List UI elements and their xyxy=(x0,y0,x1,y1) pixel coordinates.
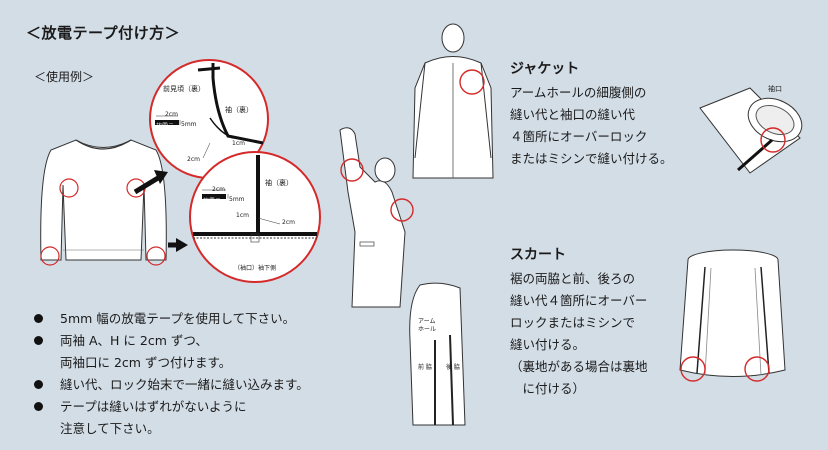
sweater-cuff-right-marker xyxy=(146,246,166,266)
detail-bottom-cuff-label: （袖口）袖下側 xyxy=(234,265,277,272)
armhole-detail-circle xyxy=(149,59,269,179)
sweater-armhole-left-marker xyxy=(59,178,79,198)
note-item: 両袖 A、H に 2cm ずつ、 xyxy=(32,330,309,352)
sleeve-cuff-illustration xyxy=(699,87,803,174)
jacket-armhole-raised-marker xyxy=(390,198,414,222)
notes-list: 5mm 幅の放電テープを使用して下さい。 両袖 A、H に 2cm ずつ、 両袖… xyxy=(32,308,309,440)
note-item: 縫い代、ロック始末で一緒に縫い込みます。 xyxy=(32,374,309,396)
usage-example-label: ＜使用例＞ xyxy=(34,70,95,84)
detail-top-tape-label: 放電テープ xyxy=(156,123,186,130)
skirt-hem-right-marker xyxy=(744,356,770,382)
detail-top-2cm-b: 2cm xyxy=(187,156,200,163)
jacket-armhole-marker xyxy=(459,69,485,95)
detail-top-sleeve-label: 袖（裏） xyxy=(225,106,253,114)
detail-bottom-tape-label: 放電テープ xyxy=(203,198,233,205)
detail-bottom-1cm: 1cm xyxy=(236,212,249,219)
sweater-illustration xyxy=(40,139,167,266)
bullet-icon xyxy=(34,336,43,345)
note-item: テープは縫いはずれがないように xyxy=(32,396,309,418)
cuff-detail-circle xyxy=(189,151,321,283)
arrows xyxy=(133,170,188,252)
detail-bottom-5mm: 5mm xyxy=(229,196,245,203)
bullet-icon xyxy=(34,402,43,411)
jacket-arm-raised-figure xyxy=(339,127,414,308)
detail-top-armhole-label: 前見頃（裏） xyxy=(163,85,205,93)
detail-top-1cm: 1cm xyxy=(232,140,245,147)
skirt-hem-left-marker xyxy=(680,356,706,382)
lining-front-label: 前 脇 xyxy=(418,364,432,371)
lining-armhole-label: アーム ホール xyxy=(418,318,437,333)
lining-figure xyxy=(409,282,466,426)
detail-top-5mm: 5mm xyxy=(181,121,197,128)
skirt-heading: スカート xyxy=(510,247,566,263)
cuff-marker xyxy=(760,127,786,153)
note-item: 両袖口に 2cm ずつ付けます。 xyxy=(60,355,232,370)
detail-top-2cm-a: 2cm xyxy=(165,111,178,118)
skirt-illustration xyxy=(679,249,786,382)
note-item: 注意して下さい。 xyxy=(60,421,160,436)
page-title: ＜放電テープ付け方＞ xyxy=(26,24,181,42)
sweater-cuff-left-marker xyxy=(40,246,60,266)
jacket-body: アームホールの細腹側の 縫い代と袖口の縫い代 ４箇所にオーバーロック またはミシ… xyxy=(510,85,673,166)
skirt-body: 裾の両脇と前、後ろの 縫い代４箇所にオーバー ロックまたはミシンで 縫い付ける。… xyxy=(510,271,648,396)
detail-bottom-sleeve-label: 袖（裏） xyxy=(265,179,293,187)
bullet-icon xyxy=(34,314,43,323)
jacket-back-figure xyxy=(412,23,494,179)
jacket-heading: ジャケット xyxy=(510,61,580,77)
detail-bottom-2cm-b: 2cm xyxy=(282,219,295,226)
cuff-label: 袖口 xyxy=(768,85,782,93)
lining-back-label: 後 脇 xyxy=(446,364,460,371)
jacket-cuff-marker xyxy=(340,158,364,182)
bullet-icon xyxy=(34,380,43,389)
detail-bottom-2cm-a: 2cm xyxy=(212,186,225,193)
note-item: 5mm 幅の放電テープを使用して下さい。 xyxy=(32,308,309,330)
